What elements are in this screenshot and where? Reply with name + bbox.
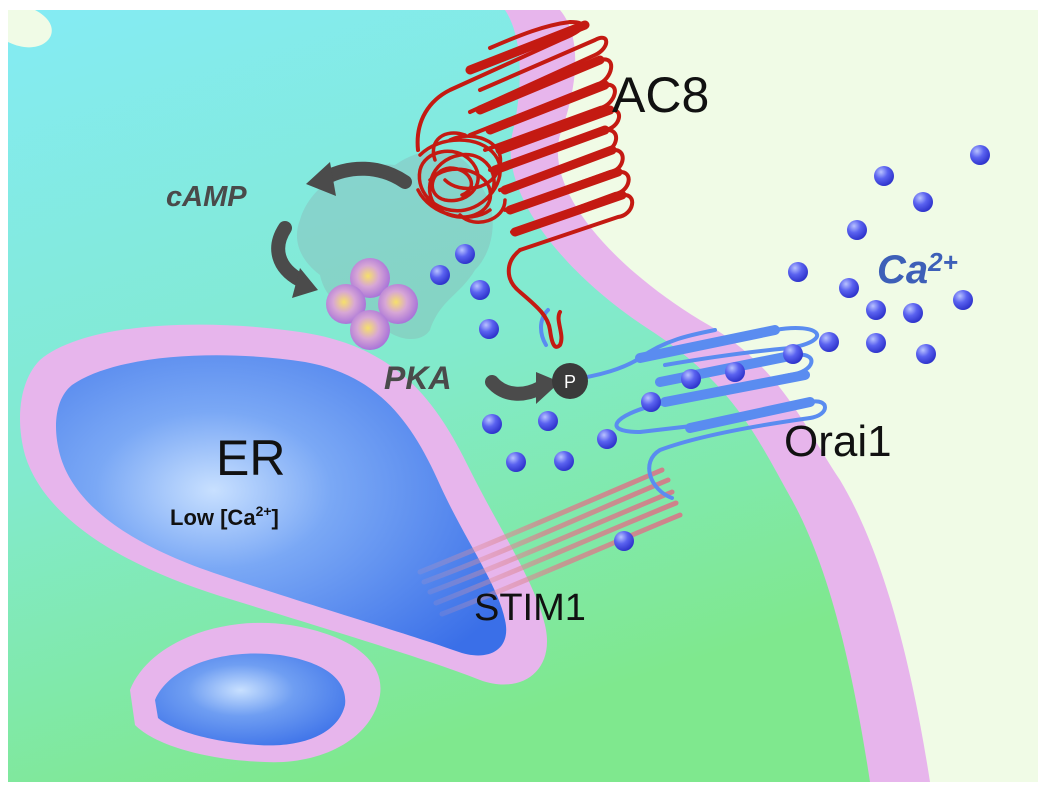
camp-to-pka-arrow	[271, 221, 318, 298]
er-small-lumen	[155, 653, 346, 746]
calcium-ion-icon	[725, 362, 745, 382]
calcium-ion-icon	[970, 145, 990, 165]
calcium-label-base: Ca	[877, 248, 928, 292]
calcium-ion-icon	[479, 319, 499, 339]
calcium-ion-icon	[874, 166, 894, 186]
calcium-ion-icon	[953, 290, 973, 310]
calcium-ion-icon	[903, 303, 923, 323]
calcium-ion-icon	[482, 414, 502, 434]
phosphate-icon: P	[552, 363, 588, 399]
calcium-ion-icon	[614, 531, 634, 551]
camp-release-arrow	[306, 161, 412, 196]
calcium-ion-icon	[783, 344, 803, 364]
ac8-protein	[415, 20, 634, 349]
calcium-ion-icon	[788, 262, 808, 282]
calcium-ion-icon	[506, 452, 526, 472]
er-low-calcium-label: Low [Ca2+]	[170, 503, 279, 530]
calcium-ion-icon	[681, 369, 701, 389]
calcium-ion-icon	[913, 192, 933, 212]
stim1-label: STIM1	[474, 587, 586, 629]
calcium-ion-icon	[597, 429, 617, 449]
er-low-prefix: Low [Ca	[170, 505, 256, 530]
calcium-label-superscript: 2+	[927, 247, 958, 277]
calcium-ion-icon	[866, 300, 886, 320]
er-label: ER	[216, 430, 285, 486]
calcium-ion-icon	[538, 411, 558, 431]
stim1-protein	[417, 467, 683, 617]
calcium-ion-icon	[641, 392, 661, 412]
calcium-ion-icon	[819, 332, 839, 352]
er-lumen	[56, 355, 507, 656]
calcium-ion-icon	[554, 451, 574, 471]
calcium-ion-icon	[455, 244, 475, 264]
calcium-ion-icon	[839, 278, 859, 298]
cytosol-top-corner	[8, 10, 52, 48]
pka-label: PKA	[384, 360, 452, 396]
er-low-suffix: ]	[272, 505, 279, 530]
calcium-ion-icon	[847, 220, 867, 240]
ac8-label: AC8	[612, 67, 709, 123]
calcium-ion-icon	[430, 265, 450, 285]
orai1-label: Orai1	[784, 417, 892, 466]
calcium-ion-icon	[866, 333, 886, 353]
er-low-superscript: 2+	[256, 503, 272, 519]
orai1-n-terminus	[539, 308, 550, 347]
calcium-ions	[430, 145, 990, 551]
pka-subunit-icon	[326, 258, 418, 350]
phosphate-label: P	[564, 372, 576, 392]
camp-label: cAMP	[166, 181, 247, 213]
calcium-ion-icon	[916, 344, 936, 364]
calcium-extracellular-label: Ca2+	[877, 247, 958, 292]
calcium-ion-icon	[470, 280, 490, 300]
orai1-channel	[566, 325, 827, 500]
